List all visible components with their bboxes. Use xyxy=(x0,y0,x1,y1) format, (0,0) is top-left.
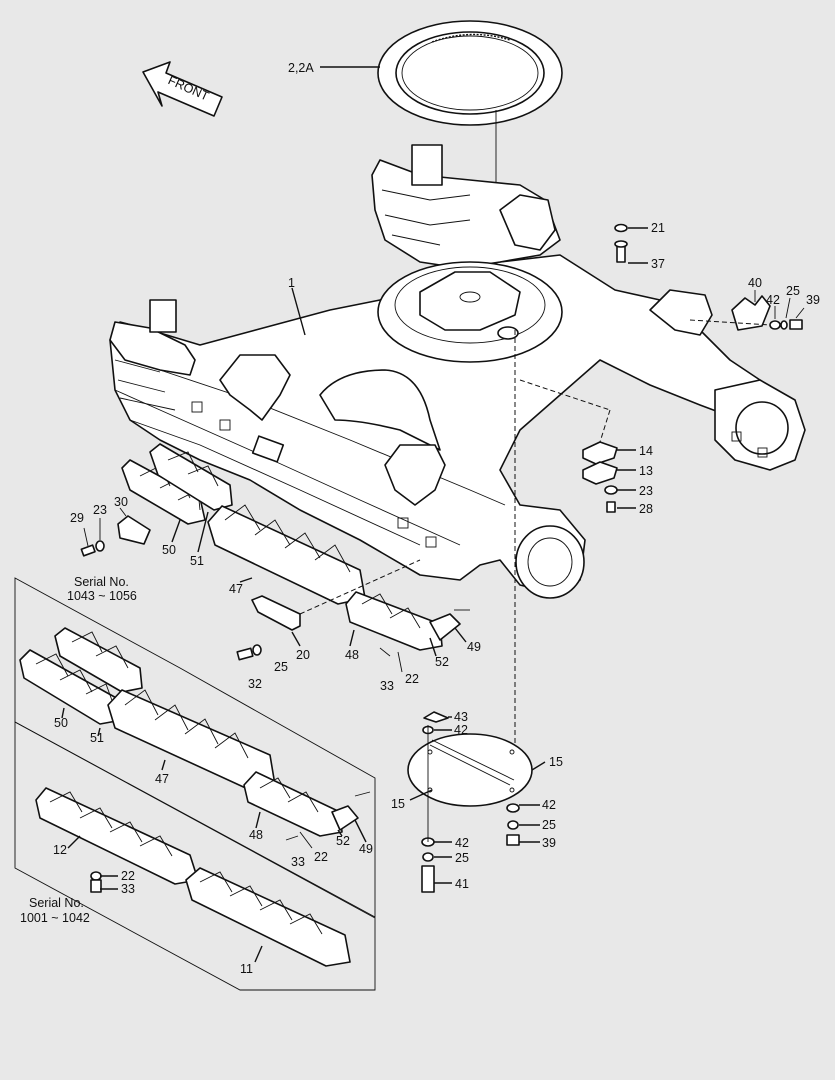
callout-25: 25 xyxy=(542,818,556,832)
callout-20: 20 xyxy=(296,648,310,662)
box1-guard-47 xyxy=(107,689,276,791)
callout-22: 22 xyxy=(121,869,135,883)
callout-41: 41 xyxy=(455,877,469,891)
callout-52: 52 xyxy=(435,655,449,669)
serial-box-1043-1056 xyxy=(14,577,376,918)
serial-upper-line2: 1043 ~ 1056 xyxy=(67,589,137,603)
callout-29: 29 xyxy=(70,511,84,525)
swing-bearing xyxy=(377,20,563,126)
callout-30: 30 xyxy=(114,495,128,509)
box2-guard-12 xyxy=(35,787,199,885)
callout-37: 37 xyxy=(651,257,665,271)
track-guard-51 xyxy=(149,443,233,511)
callout-40: 40 xyxy=(748,276,762,290)
callout-1: 1 xyxy=(288,276,295,290)
callout-22: 22 xyxy=(405,672,419,686)
callout-25: 25 xyxy=(274,660,288,674)
callout-32: 32 xyxy=(248,677,262,691)
callout-2-2a: 2,2A xyxy=(288,61,314,75)
callout-25: 25 xyxy=(455,851,469,865)
callout-33: 33 xyxy=(291,855,305,869)
callout-48: 48 xyxy=(249,828,263,842)
bracket-20 xyxy=(236,595,301,661)
bolt-21-37 xyxy=(614,223,628,263)
callout-21: 21 xyxy=(651,221,665,235)
callout-52: 52 xyxy=(336,834,350,848)
callout-51: 51 xyxy=(190,554,204,568)
callout-48: 48 xyxy=(345,648,359,662)
callout-42: 42 xyxy=(455,836,469,850)
track-guard-48 xyxy=(345,591,443,651)
callout-50: 50 xyxy=(162,543,176,557)
callout-13: 13 xyxy=(639,464,653,478)
serial-lower-line2: 1001 ~ 1042 xyxy=(20,911,90,925)
callout-42: 42 xyxy=(454,723,468,737)
serial-upper-line1: Serial No. xyxy=(74,575,129,589)
callout-labels: 2,2A 1 21 37 40 42 25 39 14 13 23 28 29 … xyxy=(20,61,820,976)
box1-guard-51 xyxy=(54,627,143,693)
callout-33: 33 xyxy=(121,882,135,896)
bottom-cover-15 xyxy=(407,711,533,893)
callout-51: 51 xyxy=(90,731,104,745)
callout-14: 14 xyxy=(639,444,653,458)
pad-30-group xyxy=(80,515,151,557)
callout-22: 22 xyxy=(314,850,328,864)
callout-49: 49 xyxy=(467,640,481,654)
callout-33: 33 xyxy=(380,679,394,693)
front-arrow: FRONT xyxy=(142,61,223,117)
callout-23: 23 xyxy=(639,484,653,498)
callout-39: 39 xyxy=(806,293,820,307)
serial-lower-line1: Serial No. xyxy=(29,896,84,910)
callout-47: 47 xyxy=(155,772,169,786)
callout-43: 43 xyxy=(454,710,468,724)
box2-guard-11 xyxy=(185,867,351,967)
track-guard-52 xyxy=(429,613,461,641)
callout-49: 49 xyxy=(359,842,373,856)
callout-25: 25 xyxy=(786,284,800,298)
callout-50: 50 xyxy=(54,716,68,730)
callout-42: 42 xyxy=(766,293,780,307)
serial-box-1001-1042 xyxy=(14,721,376,991)
callout-11: 11 xyxy=(240,962,253,976)
callout-12: 12 xyxy=(53,843,67,857)
cover-plates-14-13 xyxy=(582,441,618,513)
box1-guard-50 xyxy=(19,649,123,725)
callout-42: 42 xyxy=(542,798,556,812)
box1-guard-48 xyxy=(243,771,343,837)
callout-47: 47 xyxy=(229,582,243,596)
callout-15: 15 xyxy=(391,797,405,811)
callout-15: 15 xyxy=(549,755,563,769)
plate-40-group xyxy=(731,295,803,331)
callout-39: 39 xyxy=(542,836,556,850)
callout-23: 23 xyxy=(93,503,107,517)
callout-28: 28 xyxy=(639,502,653,516)
main-frame xyxy=(109,144,806,599)
